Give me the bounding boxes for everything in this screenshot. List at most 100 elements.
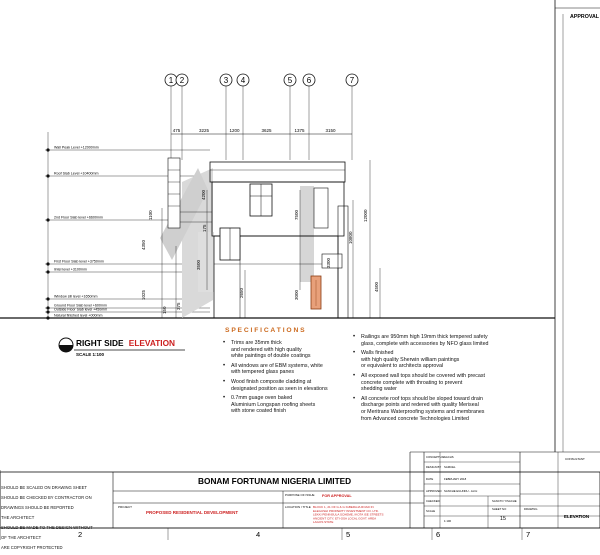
location-line-2: ELEGUSHI PROPERTY INVESTMENT CO. LTD. [313, 509, 379, 513]
dim-center-1: 4200 [201, 189, 206, 200]
project-value: PROPOSED RESIDENTIAL DEVELOPMENT [146, 510, 238, 515]
grid-label-6: 6 [307, 76, 312, 85]
grid-label-5: 5 [288, 76, 293, 85]
right-vertical-dims: 7500 12000 10800 3300 4500 [294, 209, 379, 292]
checked-value: SANCTO YISACHE [492, 499, 517, 503]
dim-right-1: 7500 [294, 209, 299, 220]
specifications-right: Railings are 950mm high 19mm thick tempe… [352, 334, 552, 425]
grid-label-1: 1 [169, 76, 174, 85]
spec-right-3: All exposed wall tops should be covered … [352, 373, 552, 393]
grid-dimension-6: 3150 [325, 128, 336, 133]
date-value: FEBRUARY 2018 [444, 477, 467, 481]
grid-dimension-2: 3225 [199, 128, 210, 133]
consultant-label: CONSULTANT [565, 457, 585, 461]
note-1: SHOULD BE SCALED ON DRAWING SHEET [1, 485, 87, 490]
level-label-1: Wall Peak Level +12000mm [54, 146, 99, 150]
level-label-2: Roof Slab Level +10400mm [54, 172, 98, 176]
spec-right-4: All concrete roof tops should be sloped … [352, 396, 552, 422]
level-label-7: Ground Floor Slab level +600mm [54, 304, 107, 308]
grid-dimension-3: 1200 [229, 128, 240, 133]
grid-label-3: 3 [224, 76, 229, 85]
spec-right-1: Railings are 950mm high 19mm thick tempe… [352, 334, 552, 347]
border-numbers: 2 4 5 6 7 [78, 528, 530, 540]
level-label-5: lintel level +3100mm [54, 268, 87, 272]
spec-left-2: All windows are of EBM systems, white wi… [222, 363, 347, 376]
grid-dimension-4: 3625 [261, 128, 272, 133]
level-label-9: Natural finished level +000mm [54, 314, 102, 318]
elevation-scale: SCALE 1:100 [76, 352, 105, 357]
spec-left-4: 0.7mm guage oven baked Aluminium Longspa… [222, 395, 347, 415]
location-label: LOCATION / TITLE [285, 505, 311, 509]
svg-text:RIGHT SIDE ELEVATION: RIGHT SIDE ELEVATION [76, 338, 175, 348]
dim-left-5: 150 [162, 306, 167, 314]
design-value: SAMUEL [444, 465, 456, 469]
note-7: ARE COPYRIGHT PROTECTED [1, 545, 63, 550]
dim-center-2: 3500 [196, 259, 201, 270]
conceptual-value: SACHS [444, 455, 454, 459]
note-6: OF THE ARCHITECT [1, 535, 42, 540]
dim-center-5: 175 [202, 224, 207, 232]
level-label-8: Outside Floor Slab level +450mm [54, 308, 107, 312]
approved-value: SANCHE EGUNDU - Arctc [444, 489, 478, 493]
purpose-value: FOR APPROVAL [322, 494, 352, 498]
location-line-3: LEKKI PENINSULA SCHEME, IKOTA ISE STREET… [313, 513, 383, 517]
elevation-title-highlight: ELEVATION [129, 338, 175, 348]
drawing-value: ELEVATION [564, 514, 589, 519]
location-line-1: BLOCK 1, 21 OF G & G IGBERAJA ROAD IN [313, 505, 374, 509]
sheet-value: 15 [500, 516, 506, 522]
note-2: SHOULD BE CHECKED BY CONTRACTOR ON [1, 495, 92, 500]
note-5: SHOULD BE MADE TO THE DESIGN WITHOUT [1, 525, 93, 530]
date-label: DATE [426, 477, 433, 481]
border-number-7: 7 [526, 530, 530, 539]
project-label: PROJECT [118, 505, 132, 509]
note-4: THE ARCHITECT [1, 515, 35, 520]
drawing-label: DRAWING [524, 507, 537, 511]
grid-label-4: 4 [241, 76, 246, 85]
dim-left-1: 1100 [148, 210, 153, 220]
building-elevation [160, 157, 349, 319]
border-number-2: 2 [78, 530, 82, 539]
checked-label: CHECKED [426, 499, 440, 503]
title-block [0, 451, 600, 529]
scale-value: 1:100 [444, 519, 451, 523]
level-label-3: 2nd Floor Slab level +6600mm [54, 216, 103, 220]
dim-center-4: 3000 [294, 289, 299, 300]
grid-label-7: 7 [350, 76, 355, 85]
dim-left-2: 4350 [141, 239, 146, 250]
specifications-left: Trims are 35mm thick and rendered with h… [222, 340, 347, 418]
level-label-6: Window sill level +1650mm [54, 295, 97, 299]
vertical-dimension-lines [161, 160, 381, 318]
border-number-6: 6 [436, 530, 440, 539]
dim-left-3: 1025 [141, 289, 146, 300]
note-3: DRAWINGS SHOULD BE REPORTED [1, 505, 74, 510]
sheet-label: SHEET NO [492, 507, 507, 511]
conceptual-label: CONCEPTUAL [426, 455, 446, 459]
dim-right-4: 3300 [326, 257, 331, 268]
grid-dimension-5: 1375 [294, 128, 305, 133]
border-number-4: 4 [256, 530, 260, 539]
grid-dimension-1: 475 [173, 128, 181, 133]
dim-center-3: 2650 [239, 287, 244, 298]
spec-left-3: Wood finish composite cladding at design… [222, 379, 347, 392]
drawing-notes: SHOULD BE SCALED ON DRAWING SHEET SHOULD… [1, 480, 111, 555]
level-label-4: First Floor Slab level +3750mm [54, 260, 104, 264]
specifications-heading: S P E C I F I C A T I O N S [225, 327, 305, 334]
dim-right-2: 12000 [363, 209, 368, 222]
approval-header: APPROVAL [570, 14, 600, 20]
elevation-title: RIGHT SIDE ELEVATION SCALE 1:100 [58, 337, 185, 357]
elevation-title-prefix: RIGHT SIDE [76, 338, 124, 348]
scale-label: SCALE [426, 509, 435, 513]
spec-right-2: Walls finished with high quality Sherwin… [352, 350, 552, 370]
border-number-5: 5 [346, 530, 350, 539]
company-name: BONAM FORTUNAM NIGERIA LIMITED [198, 476, 351, 486]
location-line-4: ANCIENT CITY, ETI-OSA LOCAL GOVT. AREA [313, 516, 376, 520]
spec-left-1: Trims are 35mm thick and rendered with h… [222, 340, 347, 360]
center-vertical-dims: 4200 3500 2650 3000 175 [196, 189, 299, 300]
dim-left-4: 375 [176, 302, 181, 310]
purpose-label: PURPOSE OF ISSUE [285, 493, 315, 497]
dim-right-5: 4500 [374, 281, 379, 292]
